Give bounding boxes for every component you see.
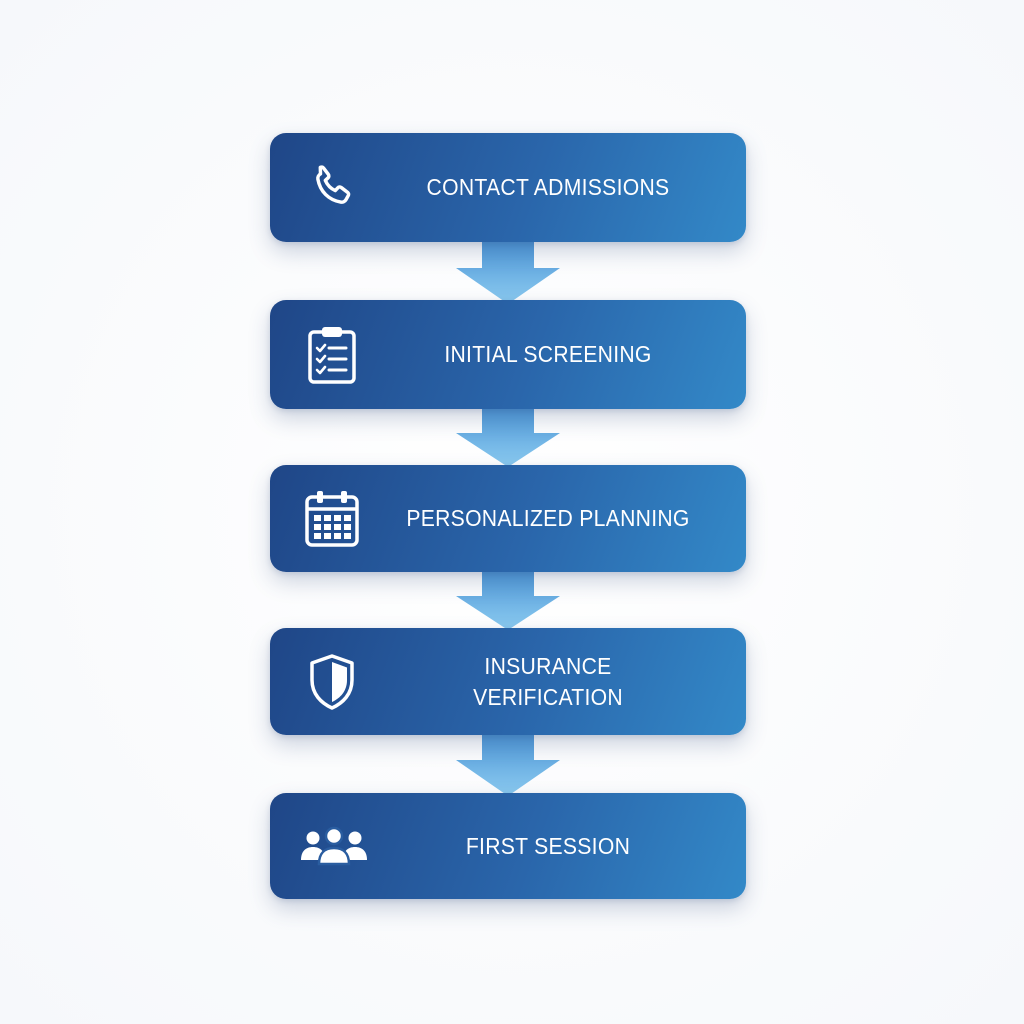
step-label: PERSONALIZED PLANNING [406,505,690,531]
step-label: CONTACT ADMISSIONS [426,174,670,200]
group-people-icon [298,816,370,876]
clipboard-checklist-icon [302,325,362,385]
step-insurance-verification: INSURANCE VERIFICATION [270,628,746,735]
step-first-session: FIRST SESSION [270,793,746,899]
step-contact-admissions: CONTACT ADMISSIONS [270,133,746,242]
step-label: INSURANCE VERIFICATION [473,652,623,710]
arrow-down-3 [456,566,560,630]
step-label: INITIAL SCREENING [444,341,652,367]
arrow-down-2 [456,403,560,467]
calendar-icon [302,489,362,549]
arrow-down-1 [456,238,560,304]
shield-icon [302,652,362,712]
step-personalized-planning: PERSONALIZED PLANNING [270,465,746,572]
step-label: FIRST SESSION [465,832,631,859]
phone-icon [302,158,362,218]
arrow-down-4 [456,730,560,796]
step-initial-screening: INITIAL SCREENING [270,300,746,409]
